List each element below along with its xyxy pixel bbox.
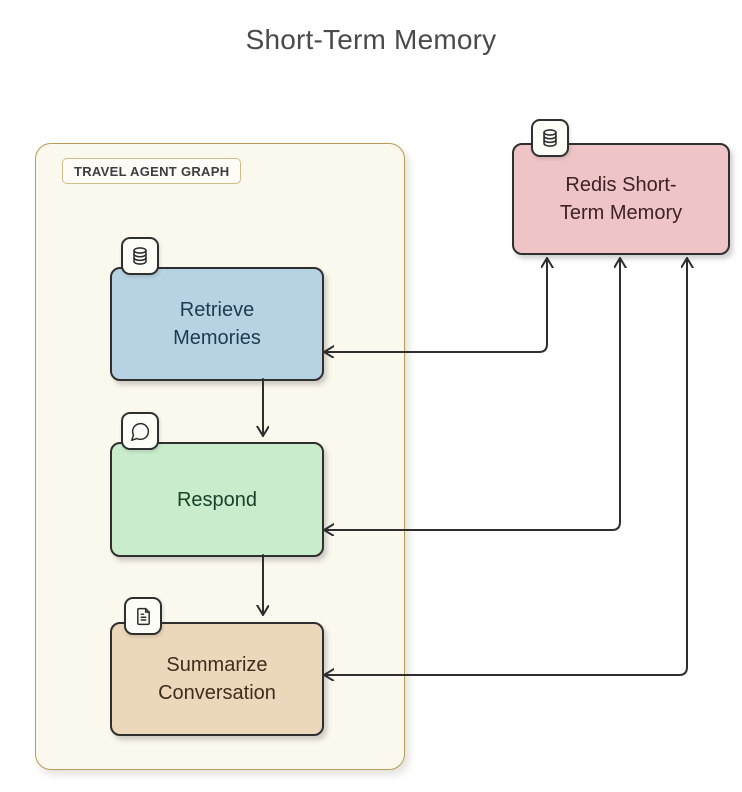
database-icon	[543, 129, 557, 147]
node-label-line: Respond	[176, 488, 258, 511]
node-summarize-conversation: Summarize Conversation	[110, 622, 324, 736]
node-redis-short-term-memory: Redis Short- Term Memory	[512, 143, 730, 255]
node-label-line: Memories	[173, 327, 261, 349]
respond-node-badge	[121, 412, 159, 450]
node-label-line: Redis Short-	[565, 174, 677, 196]
node-label-line: Summarize	[166, 654, 268, 676]
document-icon	[136, 607, 150, 625]
redis-node-badge	[531, 119, 569, 157]
retrieve-node-badge	[121, 237, 159, 275]
node-label-line: Term Memory	[559, 202, 683, 224]
speech-bubble-icon	[130, 422, 149, 441]
node-label-line: Retrieve	[179, 299, 255, 321]
node-respond: Respond	[110, 442, 324, 557]
node-label-line: Conversation	[158, 682, 276, 704]
group-label: TRAVEL AGENT GRAPH	[62, 158, 242, 184]
database-icon	[133, 247, 147, 265]
page-title: Short-Term Memory	[245, 24, 497, 55]
summarize-node-badge	[124, 597, 162, 635]
node-retrieve-memories: Retrieve Memories	[110, 267, 324, 381]
